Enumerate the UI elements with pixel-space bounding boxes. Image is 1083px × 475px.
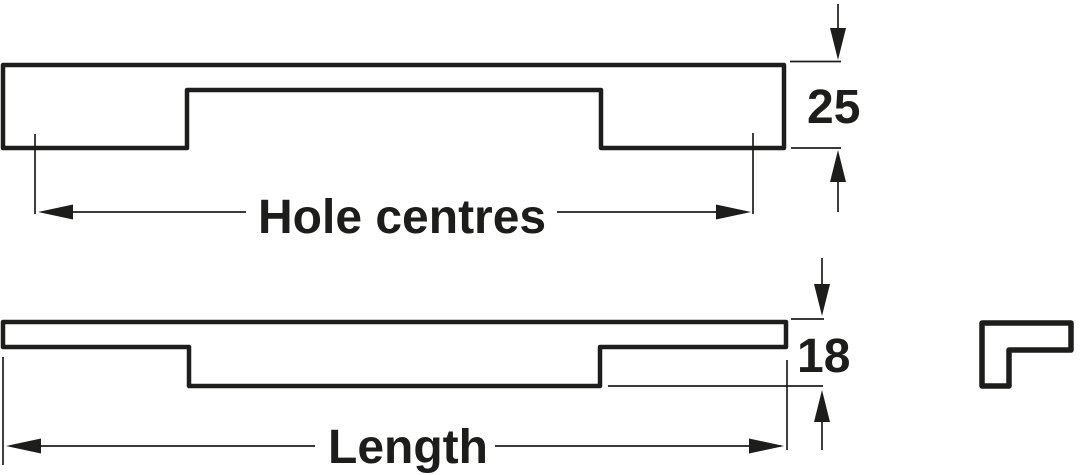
front-view bbox=[0, 62, 787, 151]
cross-section-view bbox=[979, 320, 1074, 389]
depth-dim-value: 18 bbox=[797, 330, 850, 383]
hole-centres-label: Hole centres bbox=[258, 191, 546, 244]
arrowhead-left-icon bbox=[6, 438, 41, 454]
length-label: Length bbox=[328, 421, 488, 474]
length-dimension: Length bbox=[2, 357, 788, 474]
hole-centres-dimension: Hole centres bbox=[34, 133, 754, 244]
arrowhead-up-icon bbox=[814, 390, 830, 422]
arrowhead-up-icon bbox=[830, 150, 846, 182]
handle-front-outline bbox=[0, 62, 787, 151]
top-view bbox=[0, 319, 789, 389]
arrowhead-down-icon bbox=[830, 28, 846, 60]
handle-top-outline bbox=[0, 319, 789, 389]
depth-dimension: 18 bbox=[608, 258, 850, 450]
arrowhead-left-icon bbox=[38, 204, 73, 220]
arrowhead-down-icon bbox=[814, 284, 830, 316]
arrowhead-right-icon bbox=[716, 204, 751, 220]
height-dim-value: 25 bbox=[807, 81, 860, 134]
arrowhead-right-icon bbox=[749, 438, 784, 454]
height-dimension: 25 bbox=[790, 4, 860, 212]
cross-section-profile-icon bbox=[979, 320, 1074, 389]
